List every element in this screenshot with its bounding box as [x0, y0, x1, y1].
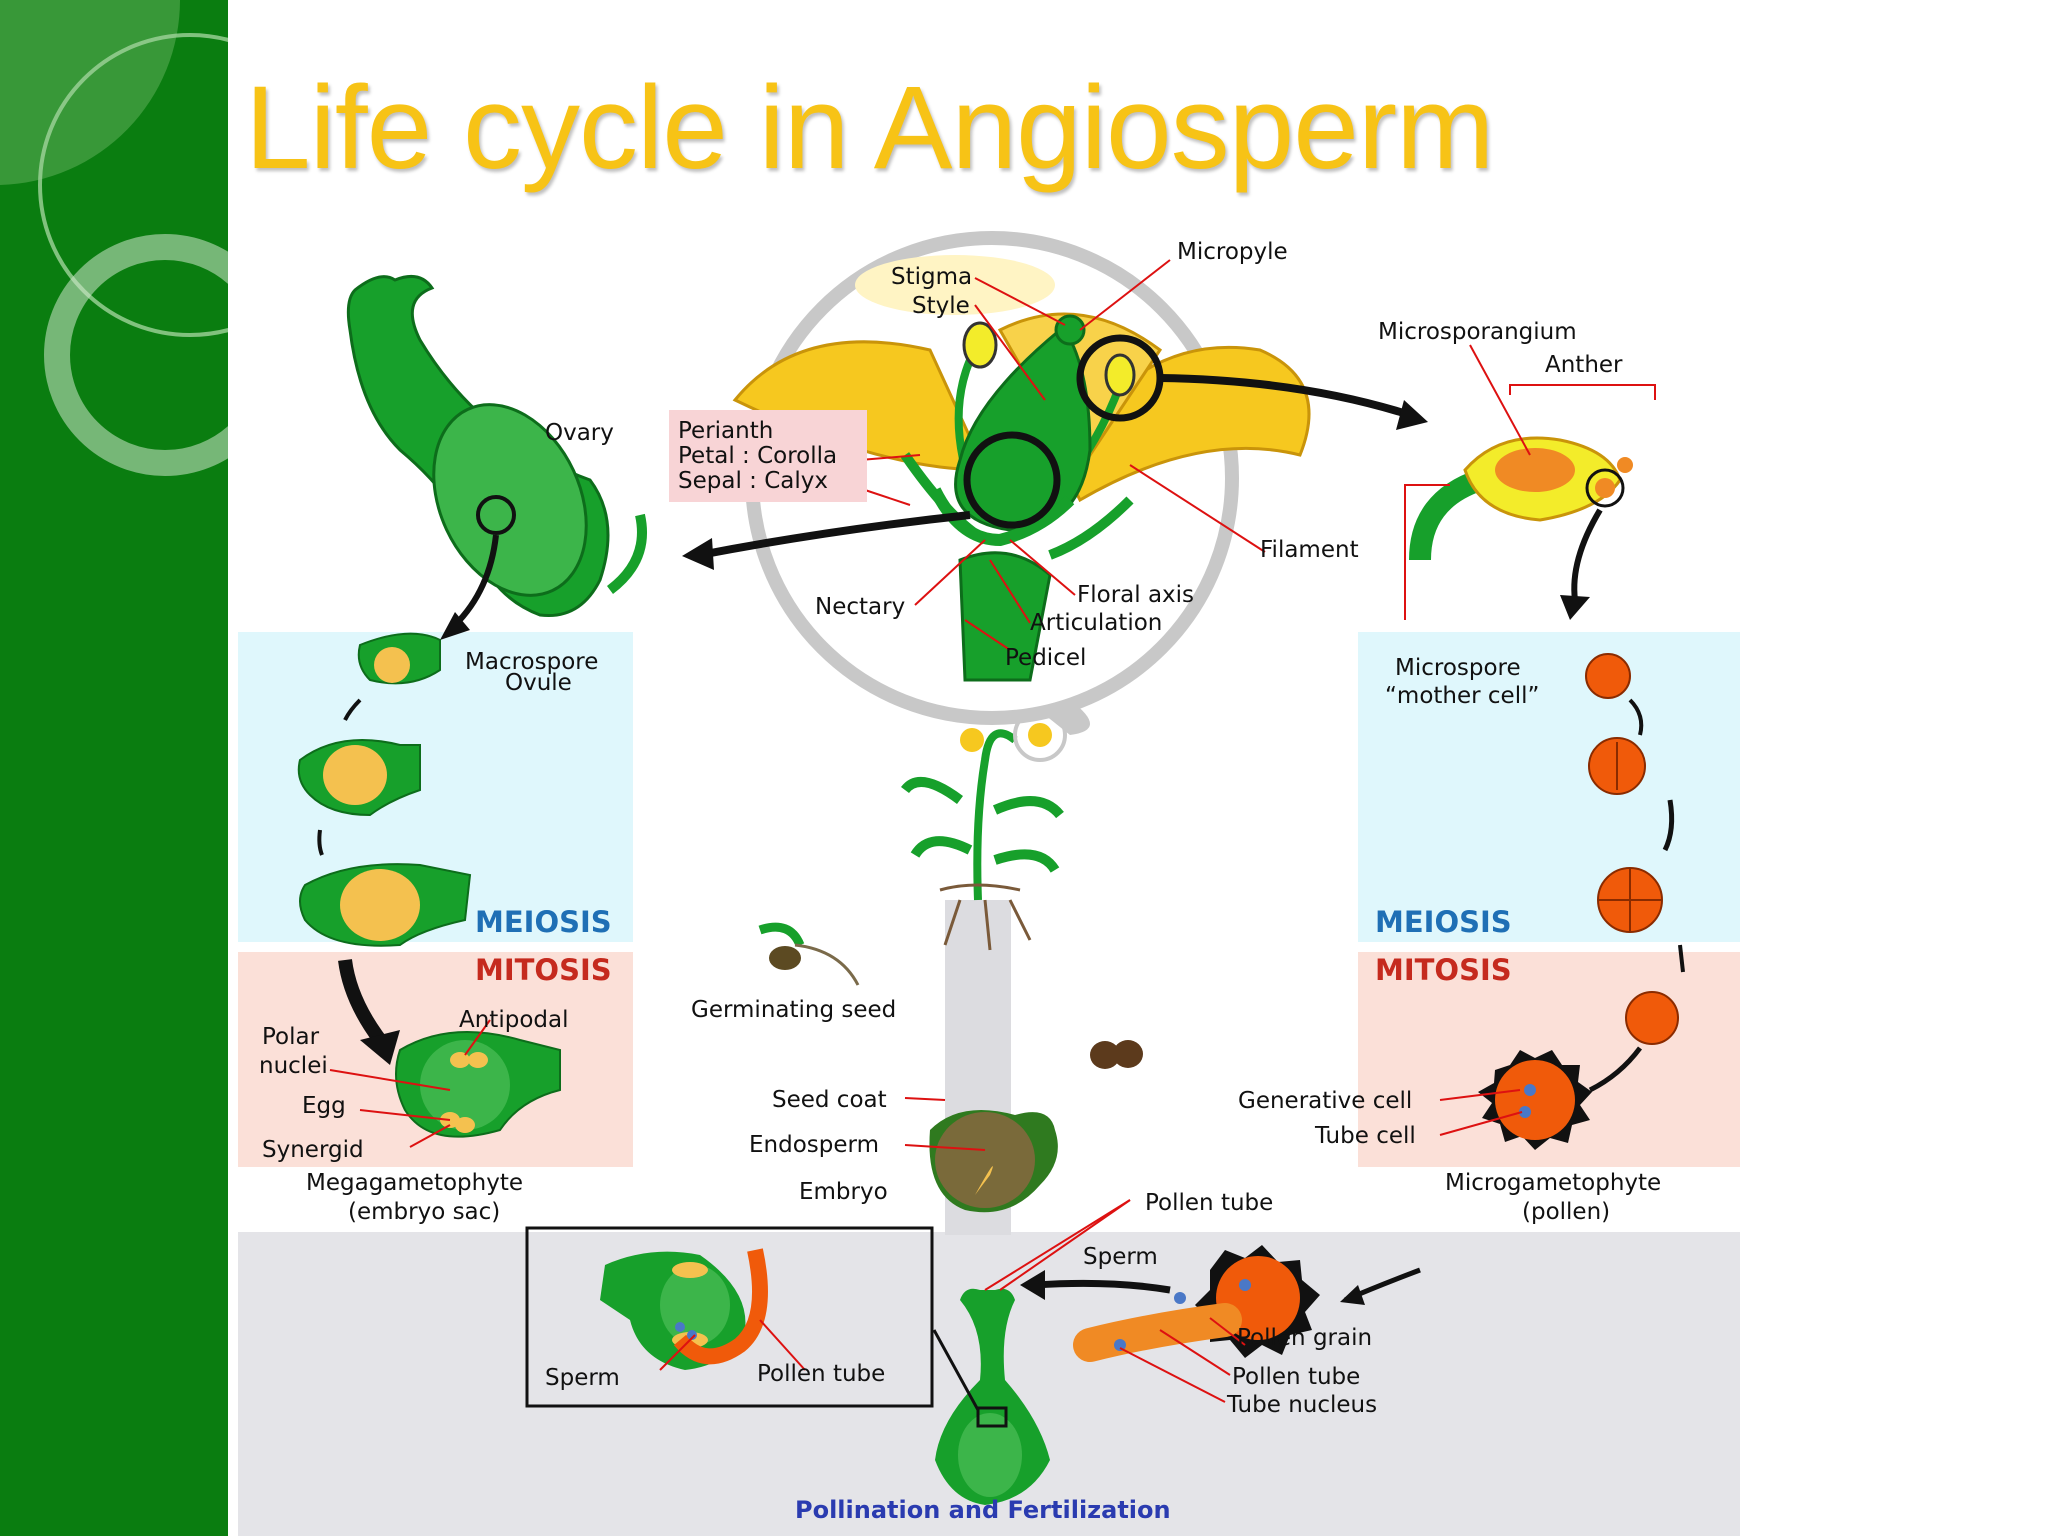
label-mother-cell: “mother cell”	[1385, 683, 1539, 709]
decorative-circles	[0, 0, 228, 476]
label-endosperm: Endosperm	[749, 1132, 879, 1158]
stage-meiosis-left: MEIOSIS	[475, 905, 612, 939]
label-sperm-inset: Sperm	[545, 1365, 620, 1391]
stage-mitosis-right: MITOSIS	[1375, 953, 1512, 987]
label-filament: Filament	[1260, 537, 1359, 563]
slide-title: Life cycle in Angiosperm	[245, 62, 1494, 194]
label-ovule: Ovule	[505, 670, 572, 696]
arrow-to-stamen	[1159, 374, 1412, 419]
ovule-stages	[297, 632, 472, 1065]
label-germinating-seed: Germinating seed	[691, 997, 896, 1023]
stage-mitosis-left: MITOSIS	[475, 953, 612, 987]
label-antipodal: Antipodal	[459, 1007, 568, 1033]
label-pedicel: Pedicel	[1005, 645, 1086, 671]
label-perianth: Perianth	[678, 418, 773, 444]
label-tube-cell: Tube cell	[1314, 1123, 1416, 1149]
arrow-head-stamen	[1396, 400, 1428, 430]
annotation-leader-lines	[659, 259, 1531, 1403]
label-stigma: Stigma	[891, 264, 972, 290]
sidebar-decoration	[0, 0, 228, 1536]
fertilization-inset-box	[525, 1226, 934, 1408]
label-pollen-tube-top: Pollen tube	[1145, 1190, 1273, 1216]
label-nectary: Nectary	[815, 594, 905, 620]
label-style: Style	[912, 293, 970, 319]
perianth-label-box	[669, 410, 867, 502]
pollen-grain-mature	[1478, 1050, 1592, 1150]
stage-meiosis-right: MEIOSIS	[1375, 905, 1512, 939]
label-tube-nucleus: Tube nucleus	[1226, 1392, 1377, 1418]
arrow-to-ovary	[699, 511, 971, 559]
flowering-plant	[901, 708, 1067, 951]
label-ovary: Ovary	[545, 420, 614, 446]
label-floral-axis: Floral axis	[1077, 582, 1194, 608]
label-petal-corolla: Petal : Corolla	[678, 443, 837, 469]
label-polar: Polar	[262, 1024, 320, 1050]
label-megagametophyte: Megagametophyte	[306, 1170, 523, 1196]
label-seed-coat: Seed coat	[772, 1087, 887, 1113]
label-microgametophyte: Microgametophyte	[1445, 1170, 1661, 1196]
label-pollen-grain: Pollen grain	[1237, 1325, 1372, 1351]
label-generative-cell: Generative cell	[1238, 1088, 1412, 1114]
label-articulation: Articulation	[1030, 610, 1162, 636]
seed-cross-section	[929, 1110, 1058, 1213]
embryo-sac	[329, 1019, 561, 1148]
label-micropyle: Micropyle	[1177, 239, 1288, 265]
pistil-fertilization	[932, 1288, 1050, 1505]
label-embryo: Embryo	[799, 1179, 888, 1205]
label-embryo-sac: (embryo sac)	[348, 1199, 500, 1225]
microspore-stages	[1585, 653, 1685, 1093]
label-anther: Anther	[1545, 352, 1623, 378]
label-nuclei: nuclei	[259, 1053, 328, 1079]
meiosis-panel-right	[1358, 632, 1740, 942]
germinating-seed-illustration	[758, 922, 860, 986]
ovary-illustration	[346, 274, 647, 640]
label-macrospore: Macrospore	[465, 649, 598, 675]
anther-illustration	[1404, 384, 1656, 620]
label-pollen-tube-lower: Pollen tube	[1232, 1364, 1360, 1390]
label-sperm-top: Sperm	[1083, 1244, 1158, 1270]
label-egg: Egg	[302, 1093, 346, 1119]
flower-magnifier	[732, 231, 1311, 735]
arrow-head-ovary	[682, 538, 714, 570]
label-sepal-calyx: Sepal : Calyx	[678, 468, 828, 494]
seeds-pair	[1090, 1040, 1143, 1069]
label-synergid: Synergid	[262, 1137, 364, 1163]
stage-pollination-fertilization: Pollination and Fertilization	[795, 1496, 1171, 1524]
label-microsporangium: Microsporangium	[1378, 319, 1577, 345]
label-pollen: (pollen)	[1522, 1199, 1610, 1225]
label-microspore: Microspore	[1395, 655, 1521, 681]
label-pollen-tube-inset: Pollen tube	[757, 1361, 885, 1387]
germinating-pollen-grain	[1020, 1245, 1421, 1362]
